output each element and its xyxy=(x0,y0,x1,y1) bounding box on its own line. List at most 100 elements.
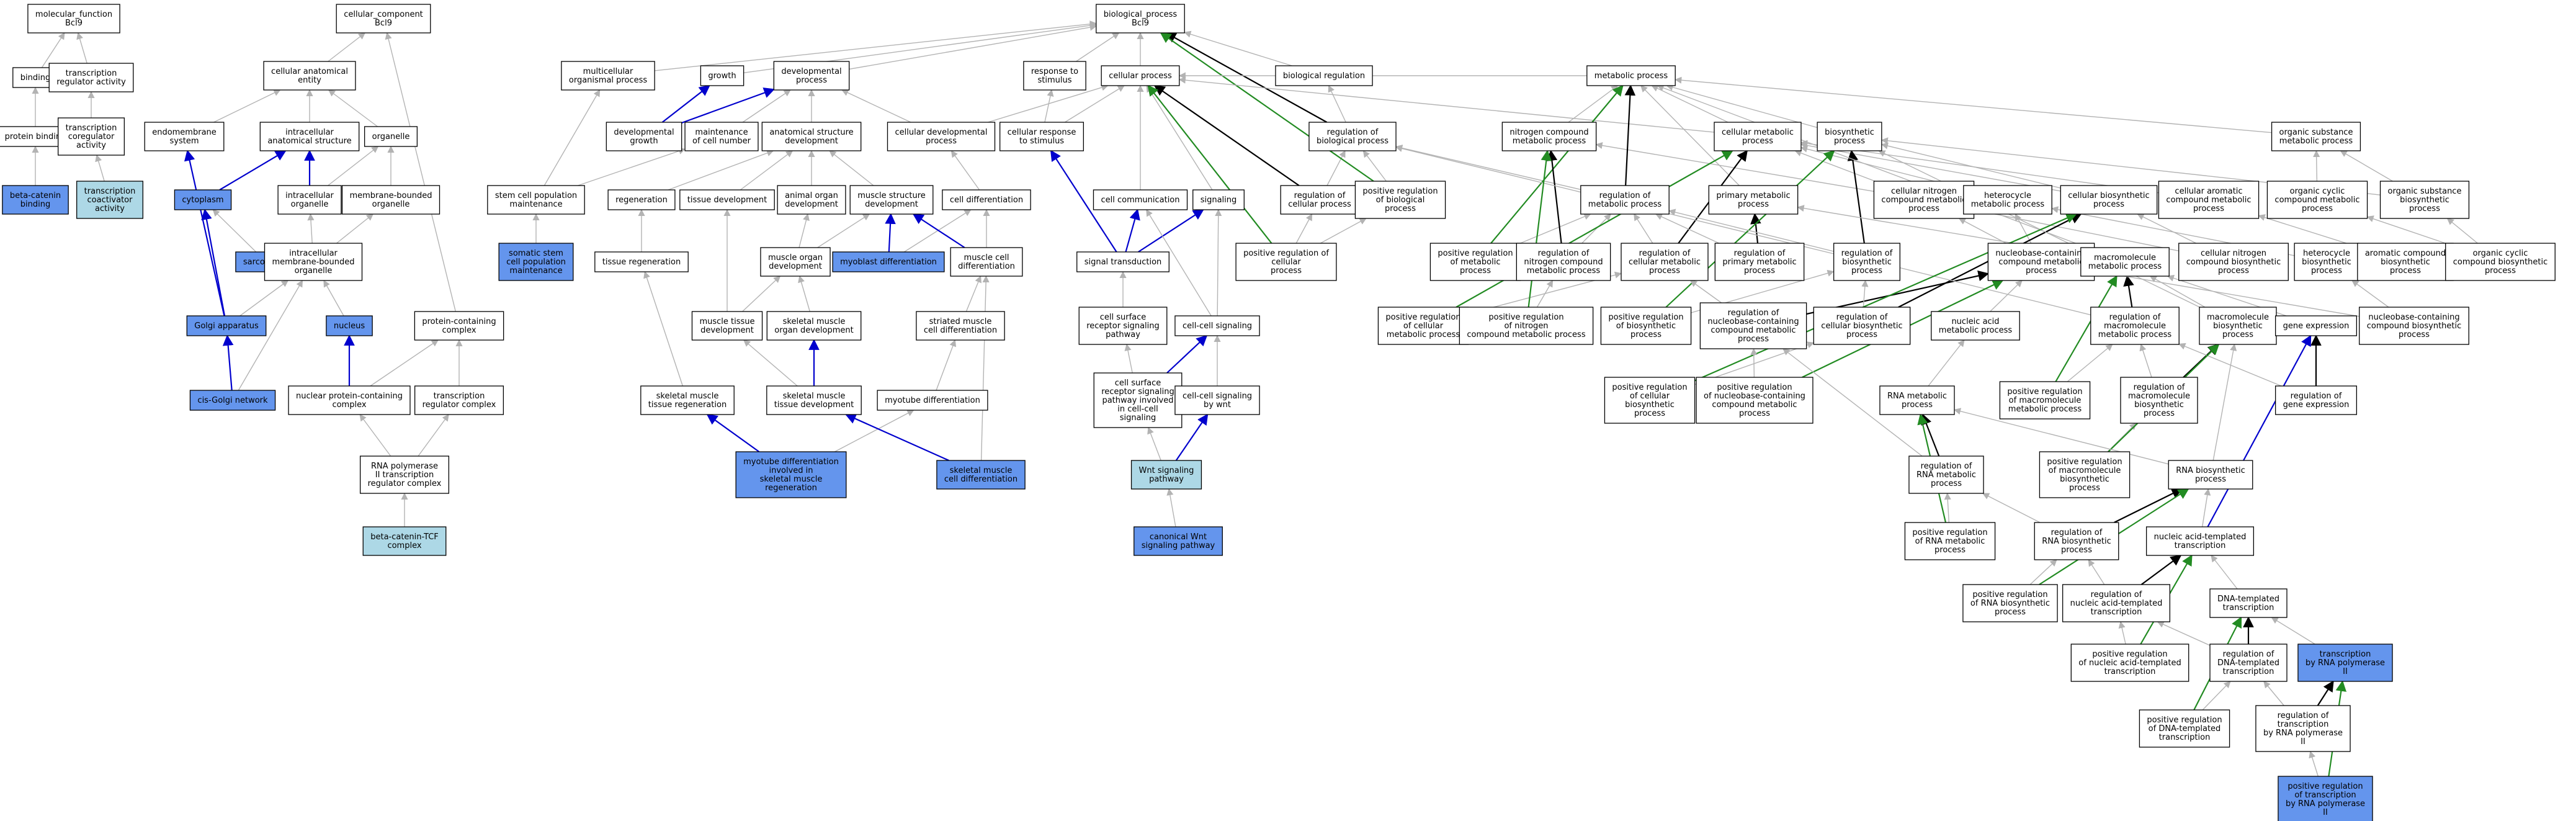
node-organelle[interactable]: organelle xyxy=(364,126,418,147)
node-celldiff[interactable]: cell differentiation xyxy=(942,189,1031,210)
node-rmbp[interactable]: regulation ofmacromoleculebiosyntheticpr… xyxy=(2120,377,2198,424)
node-rnbcmp[interactable]: regulation ofnucleobase-containingcompou… xyxy=(1699,302,1807,349)
node-signaling[interactable]: signaling xyxy=(1192,189,1245,210)
node-cytoplasm[interactable]: cytoplasm xyxy=(174,189,232,210)
node-myotube[interactable]: myotube differentiation xyxy=(877,390,988,411)
node-ccsig[interactable]: cell-cell signaling xyxy=(1174,315,1260,336)
node-nucleus[interactable]: nucleus xyxy=(326,315,373,336)
node-biolreg[interactable]: biological regulation xyxy=(1275,65,1373,86)
node-cisgolgi[interactable]: cis-Golgi network xyxy=(189,390,276,411)
node-sigtrans[interactable]: signal transduction xyxy=(1076,251,1169,272)
node-tissregen[interactable]: tissue regeneration xyxy=(594,251,689,272)
node-metproc[interactable]: metabolic process xyxy=(1586,65,1676,86)
node-geneexp[interactable]: gene expression xyxy=(2274,315,2358,336)
node-golgi[interactable]: Golgi apparatus xyxy=(186,315,267,336)
node-tissdev[interactable]: tissue development xyxy=(679,189,775,210)
node-regen[interactable]: regeneration xyxy=(607,189,676,210)
node-growth[interactable]: growth xyxy=(700,65,745,86)
